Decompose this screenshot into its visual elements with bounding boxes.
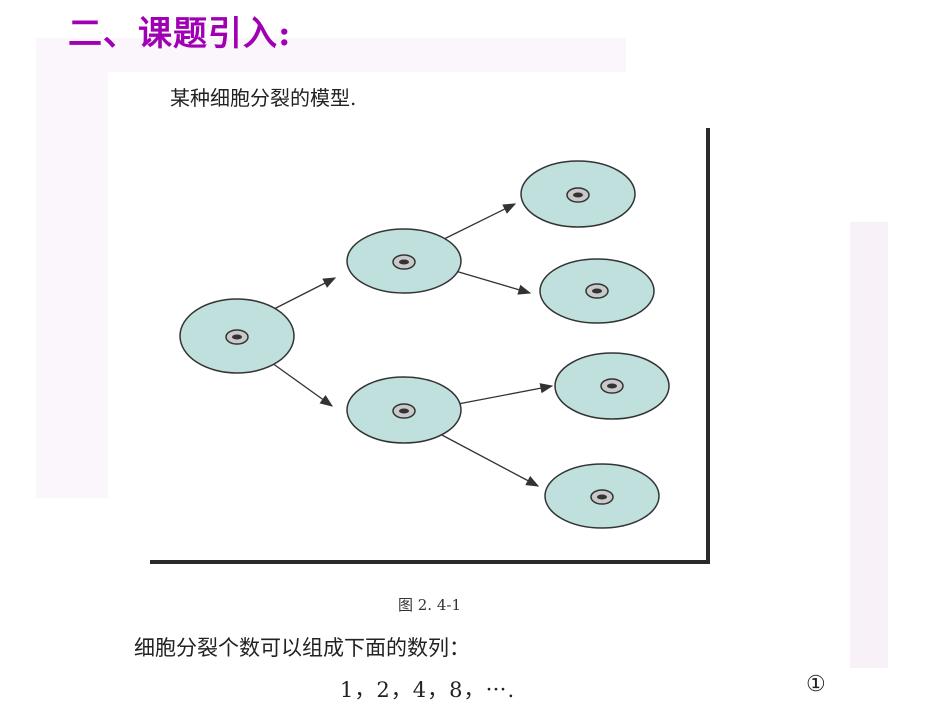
arrow-gen0-to-gen1-top <box>271 277 337 311</box>
cell-generation-2-b <box>539 258 655 324</box>
nucleus-icon <box>585 283 609 299</box>
slide-title: 二、课题引入: <box>68 14 292 54</box>
figure-label: 图 2. 4-1 <box>398 596 462 614</box>
nucleus-icon <box>392 254 416 270</box>
nucleus-icon <box>600 378 624 394</box>
cell-generation-0 <box>179 298 295 374</box>
nucleus-icon <box>392 403 416 419</box>
cell-generation-2-a <box>520 160 636 228</box>
textbook-scan <box>108 72 850 708</box>
nucleus-icon <box>566 187 590 203</box>
arrow-gen0-to-gen1-bottom <box>271 362 334 407</box>
arrow-gen1-to-gen2-d <box>439 433 540 487</box>
cell-generation-1-top <box>346 228 462 294</box>
number-sequence: 1，2，4，8，⋯. <box>340 678 516 702</box>
nucleus-icon <box>225 329 249 345</box>
arrow-gen1-to-gen2-a <box>441 203 517 241</box>
cell-division-diagram <box>179 160 670 529</box>
nucleus-icon <box>590 489 614 505</box>
equation-number: ① <box>806 672 826 697</box>
diagram-frame <box>150 128 710 564</box>
figure-caption: 某种细胞分裂的模型. <box>170 86 357 110</box>
background-wash-right <box>848 222 888 668</box>
intro-text: 细胞分裂个数可以组成下面的数列： <box>134 636 470 660</box>
cell-generation-2-c <box>554 352 670 420</box>
arrow-gen1-to-gen2-b <box>451 269 532 295</box>
division-arrows <box>271 203 554 487</box>
arrow-gen1-to-gen2-c <box>457 383 554 405</box>
cell-generation-2-d <box>544 463 660 529</box>
cell-generation-1-bottom <box>346 376 462 444</box>
